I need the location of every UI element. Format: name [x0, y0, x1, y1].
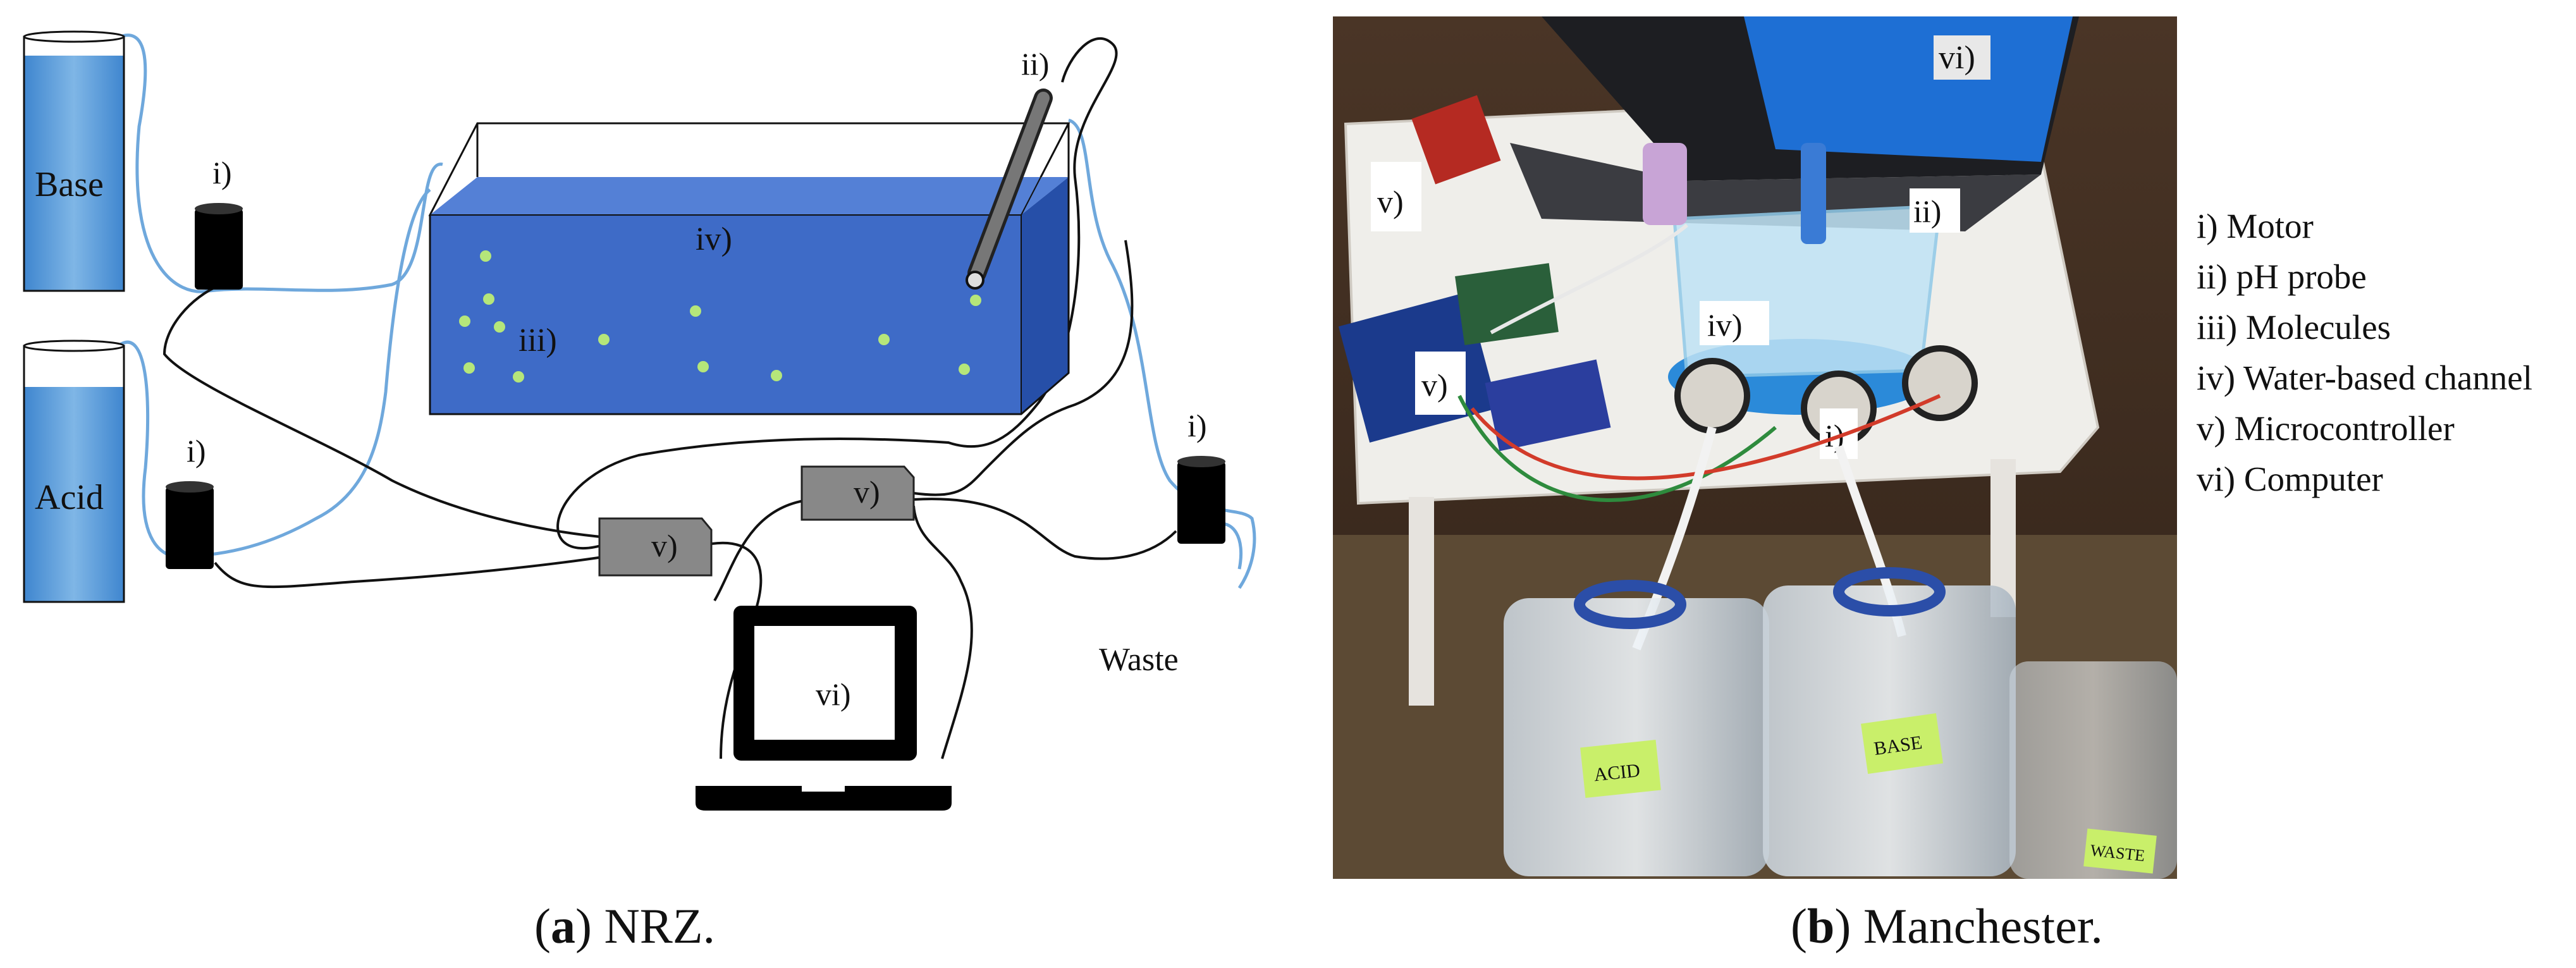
legend-item-ph-probe: ii) pH probe [2197, 257, 2367, 296]
caption-a-text: NRZ. [604, 898, 715, 953]
base-cylinder: Base [23, 30, 125, 292]
motor-base-label: i) [212, 155, 232, 190]
ph-probe: ii) [966, 46, 1053, 290]
motor-acid-label: i) [187, 433, 206, 469]
molecule [463, 362, 475, 374]
manchester-setup-photo: vi) v) v) iv) ii) i) [1333, 16, 2177, 879]
legend: i) Motor ii) pH probe iii) Molecules iv)… [2197, 201, 2532, 505]
motor-acid: i) [166, 433, 214, 569]
nrz-setup-diagram: Base Acid i) i) i) iv) iii) [23, 30, 1256, 811]
photo-boards: v) v) [1338, 95, 1611, 451]
probe-label: ii) [1021, 46, 1049, 82]
molecules [459, 250, 981, 383]
molecule [970, 295, 981, 306]
molecule [494, 321, 505, 333]
photo-bottles: ACID BASE WASTE [1504, 567, 2177, 879]
molecule [483, 293, 494, 305]
photo-mc-label-2: v) [1421, 367, 1448, 403]
microcontroller-right-label: v) [854, 474, 880, 510]
molecule [959, 364, 970, 375]
legend-item-microcontroller: v) Microcontroller [2197, 409, 2455, 448]
caption-b-text: Manchester. [1863, 898, 2103, 953]
molecule [459, 316, 470, 327]
photo-mc-label-1: v) [1377, 184, 1404, 219]
computer-label: vi) [816, 677, 851, 712]
motor-base: i) [195, 155, 243, 290]
caption-b: (b) Manchester. [1791, 898, 2103, 953]
acid-sticker: ACID [1593, 760, 1641, 785]
legend-item-molecules: iii) Molecules [2197, 308, 2391, 346]
legend-item-water-channel: iv) Water-based channel [2197, 358, 2532, 397]
caption-a: (a) NRZ. [534, 898, 715, 953]
molecule [878, 334, 890, 345]
microcontroller-left-label: v) [651, 528, 678, 563]
acid-cylinder: Acid [23, 340, 125, 603]
laptop: vi) [696, 606, 952, 811]
motor-waste-label: i) [1187, 408, 1207, 443]
cables [163, 37, 1177, 759]
molecule [690, 305, 701, 317]
molecule [513, 371, 524, 383]
water-channel: iv) iii) [428, 122, 1070, 415]
molecule [480, 250, 491, 262]
photo-channel-label: iv) [1707, 307, 1743, 343]
acid-label: Acid [35, 478, 104, 517]
photo-computer-label: vi) [1939, 40, 1975, 76]
motor-waste: i) [1177, 408, 1225, 544]
caption-a-letter: a [550, 898, 575, 953]
molecule [598, 334, 610, 345]
photo-probe-label: ii) [1913, 193, 1941, 229]
base-label: Base [35, 165, 104, 204]
molecule [771, 370, 782, 381]
microcontroller-right: v) [800, 465, 915, 521]
photo-computer-label-box [1934, 35, 1990, 80]
legend-item-motor: i) Motor [2197, 207, 2314, 245]
legend-item-computer: vi) Computer [2197, 460, 2383, 498]
caption-b-letter: b [1806, 898, 1835, 953]
waste-label: Waste [1099, 642, 1179, 678]
molecule [697, 361, 709, 372]
molecules-label: iii) [518, 322, 557, 358]
microcontroller-left: v) [598, 517, 713, 577]
channel-label: iv) [696, 221, 732, 257]
